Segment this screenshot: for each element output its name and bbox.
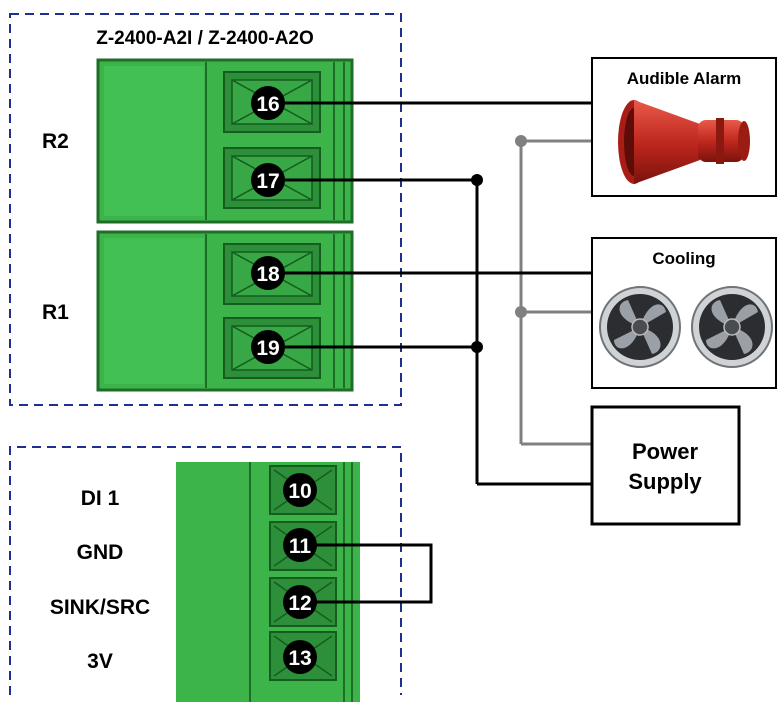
input-label-3v: 3V (87, 650, 113, 673)
input-module-outline (9, 446, 402, 695)
gray-junction-2 (515, 306, 527, 318)
module-title: Z-2400-A2I / Z-2400-A2O (96, 28, 314, 49)
power-supply-label-line2: Supply (628, 469, 702, 494)
terminal-13-number: 13 (288, 647, 311, 670)
black-junction-2 (471, 341, 483, 353)
terminal-block-r1 (96, 230, 354, 392)
terminal-11-number: 11 (289, 535, 312, 558)
terminal-17: 17 (251, 163, 285, 197)
fan-icon-left (599, 286, 681, 368)
terminal-13: 13 (283, 640, 317, 674)
terminal-17-number: 17 (256, 170, 279, 193)
terminal-12: 12 (283, 585, 317, 619)
relay-label-r1: R1 (42, 301, 69, 324)
power-supply-device: Power Supply (590, 405, 741, 526)
terminal-block-inputs (176, 462, 360, 702)
audible-alarm-device: Audible Alarm (591, 57, 777, 197)
relay-label-r2: R2 (42, 130, 69, 153)
relay-module-outline (9, 13, 402, 406)
gray-wires (519, 139, 592, 446)
siren-horn-icon (618, 100, 750, 184)
cooling-label: Cooling (652, 249, 715, 268)
terminal-block-r2 (96, 58, 354, 224)
black-junction-1 (471, 174, 483, 186)
black-wires (268, 101, 592, 604)
terminal-19: 19 (251, 330, 285, 364)
fan-icon-right (691, 286, 773, 368)
cooling-device: Cooling (591, 237, 777, 389)
terminal-16-number: 16 (256, 93, 279, 116)
input-label-gnd: GND (77, 541, 124, 564)
terminal-10: 10 (283, 473, 317, 507)
terminal-12-number: 12 (288, 592, 311, 615)
terminal-19-number: 19 (256, 337, 279, 360)
terminal-16: 16 (251, 86, 285, 120)
power-supply-label-line1: Power (632, 439, 698, 464)
input-label-sink-src: SINK/SRC (50, 596, 150, 619)
input-label-di1: DI 1 (81, 487, 120, 510)
terminal-11: 11 (283, 528, 317, 562)
gray-junction-1 (515, 135, 527, 147)
terminal-10-number: 10 (288, 480, 311, 503)
terminal-18: 18 (251, 256, 285, 290)
terminal-18-number: 18 (256, 263, 280, 286)
audible-alarm-label: Audible Alarm (627, 69, 742, 88)
